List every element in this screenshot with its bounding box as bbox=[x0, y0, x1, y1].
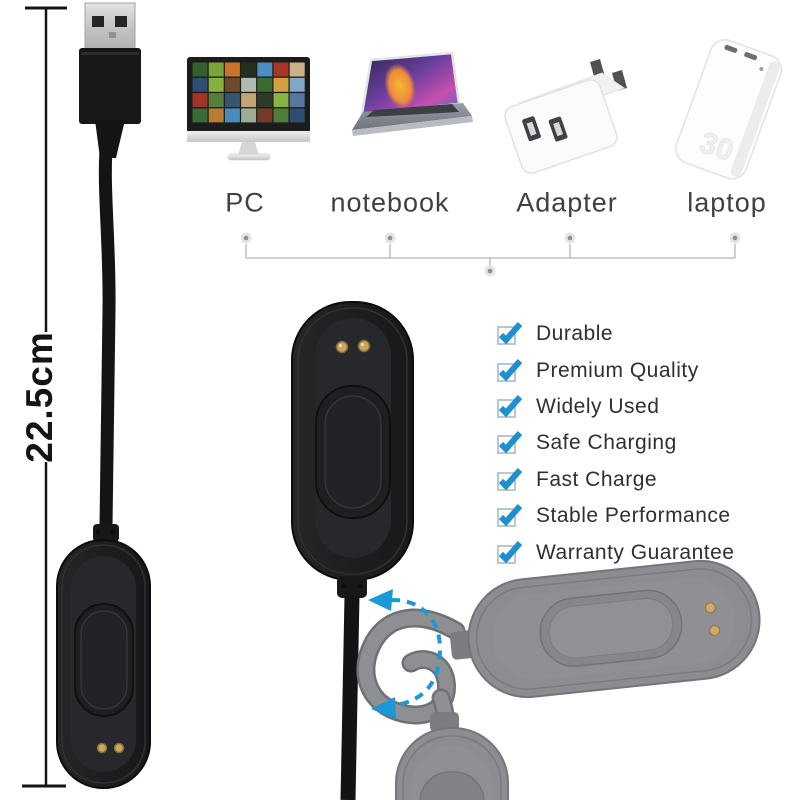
checkmark-icon bbox=[497, 504, 523, 528]
feature-label: Premium Quality bbox=[536, 358, 699, 382]
bracket-dots bbox=[240, 232, 741, 277]
arrow-head-top bbox=[368, 589, 393, 611]
usb-cable-center bbox=[340, 595, 360, 800]
charger-dock-left bbox=[56, 524, 151, 789]
feature-item: Widely Used bbox=[496, 389, 734, 425]
charger-dock-center bbox=[291, 301, 414, 800]
feature-label: Warranty Guarantee bbox=[536, 540, 735, 564]
charging-pins-left bbox=[96, 742, 125, 754]
checkmark-icon bbox=[497, 540, 523, 564]
checkmark-icon bbox=[497, 467, 523, 491]
feature-label: Safe Charging bbox=[536, 431, 677, 455]
feature-label: Fast Charge bbox=[536, 467, 658, 491]
gray-charger-horizontal bbox=[449, 559, 761, 699]
adapter-label: Adapter bbox=[516, 187, 618, 218]
feature-item: Safe Charging bbox=[496, 425, 734, 461]
connector-bracket bbox=[240, 232, 741, 277]
checkmark-icon bbox=[497, 322, 523, 346]
feature-list: Durable Premium Quality Widely Used Safe… bbox=[496, 316, 734, 571]
rotation-arrows bbox=[368, 589, 443, 719]
notebook-icon bbox=[352, 51, 473, 136]
pc-label: PC bbox=[225, 187, 265, 218]
checkmark-icon bbox=[497, 358, 523, 382]
feature-item: Warranty Guarantee bbox=[496, 534, 734, 570]
feature-item: Fast Charge bbox=[496, 462, 734, 498]
usb-cable-left bbox=[95, 120, 125, 527]
usb-plug bbox=[79, 2, 141, 124]
laptop-label: laptop bbox=[687, 187, 767, 218]
checkmark-icon bbox=[497, 431, 523, 455]
feature-item: Durable bbox=[496, 316, 734, 352]
feature-label: Durable bbox=[536, 322, 614, 346]
arrow-head-bottom bbox=[371, 697, 396, 719]
feature-label: Stable Performance bbox=[536, 504, 731, 528]
charging-pins-center bbox=[335, 339, 371, 354]
gray-charger-bottom bbox=[395, 712, 509, 800]
monitor-thumbnails bbox=[192, 62, 305, 123]
power-bank-icon: 30 bbox=[675, 39, 783, 180]
measurement-line bbox=[22, 6, 67, 788]
cable-length-label: 22.5cm bbox=[19, 331, 60, 463]
feature-item: Stable Performance bbox=[496, 498, 734, 534]
feature-item: Premium Quality bbox=[496, 352, 734, 388]
charging-pins-gray bbox=[704, 602, 721, 637]
notebook-label: notebook bbox=[330, 187, 450, 218]
checkmark-icon bbox=[497, 394, 523, 418]
power-adapter-icon bbox=[504, 59, 627, 174]
feature-label: Widely Used bbox=[536, 394, 660, 418]
pc-monitor-icon bbox=[187, 57, 310, 161]
